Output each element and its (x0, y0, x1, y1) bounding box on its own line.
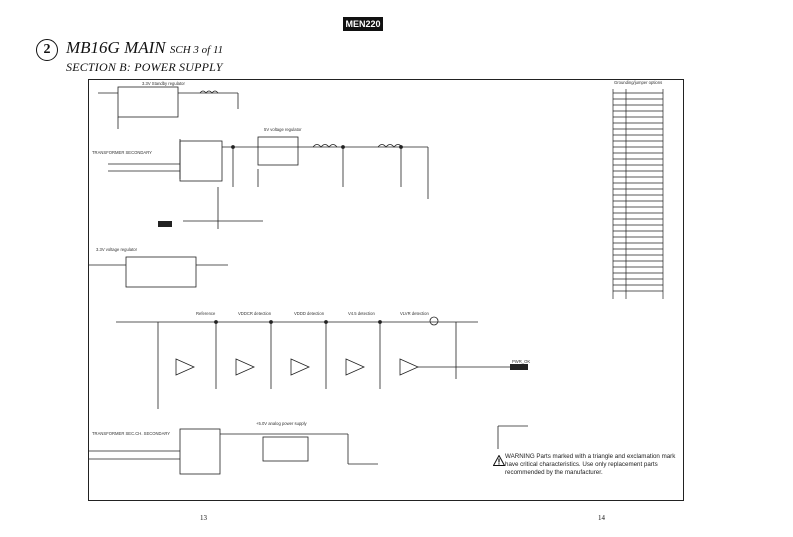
title-sheet: SCH 3 of 11 (169, 44, 224, 56)
section-number: 2 (43, 42, 51, 57)
label-standby-regulator: 3.3V Standby regulator (142, 81, 185, 86)
section-title: SECTION B: POWER SUPPLY (66, 60, 223, 74)
warning-triangle-icon (493, 455, 505, 466)
warning-note: WARNING Parts marked with a triangle and… (505, 453, 676, 476)
schematic-frame (88, 79, 684, 501)
label-vdet-4: VLVR detection (400, 311, 429, 316)
page-number-left: 13 (200, 514, 207, 522)
label-5v-regulator: 5V voltage regulator (264, 127, 302, 132)
label-pwr-ok: PWR_OK (512, 359, 530, 364)
page-number-right: 14 (598, 514, 605, 522)
label-ground-options: Grounding/jumper options (614, 80, 662, 85)
label-vdet-2: VDDD detection (294, 311, 325, 316)
page-title: MB16G MAIN SCH 3 of 11 (66, 38, 223, 58)
label-transformer-b: TRANSFORMER SEC.CH. SECONDARY (92, 431, 170, 436)
label-transformer-a: TRANSFORMER SECONDARY (92, 150, 152, 155)
label-vdet-0: Reference (196, 311, 216, 316)
title-main: MB16G MAIN (66, 38, 166, 57)
section-number-badge: 2 (31, 34, 63, 66)
label-vdet-3: V4.5 detection (348, 311, 375, 316)
label-analog-supply: +5.0V analog power supply (256, 421, 308, 426)
model-tag: MEN220 (343, 17, 383, 31)
power-supply-schematic: 3.3V Standby regulator 5V voltage regula… (88, 80, 664, 475)
label-vdet-1: VDDCR detection (238, 311, 272, 316)
label-33v-regulator: 3.3V voltage regulator (96, 247, 138, 252)
